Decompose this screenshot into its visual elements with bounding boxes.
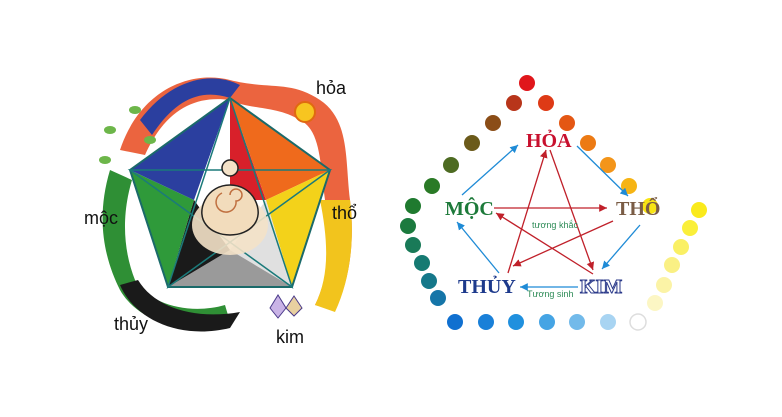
color-dot — [400, 218, 416, 234]
generating-cycle-arrows — [456, 144, 641, 291]
color-dot — [691, 202, 707, 218]
color-dot — [580, 135, 596, 151]
five-elements-diagram: HỎA THỔ KIM THỦY MỘC tương khắc Tương si… — [380, 60, 720, 350]
color-dot — [600, 314, 616, 330]
color-dot — [664, 257, 680, 273]
color-dot — [647, 295, 663, 311]
overcoming-cycle-label: tương khắc — [532, 220, 578, 230]
crystal-icon — [269, 294, 303, 319]
color-dot — [519, 75, 535, 91]
meditating-figure — [192, 159, 268, 255]
sun-icon — [294, 101, 316, 123]
diagram-graphic — [400, 75, 707, 331]
color-dot — [629, 313, 647, 331]
color-dots — [400, 75, 707, 331]
color-dot — [421, 273, 437, 289]
color-dot — [539, 314, 555, 330]
color-dot — [464, 135, 480, 151]
color-dot — [405, 237, 421, 253]
color-dot — [447, 314, 463, 330]
color-dot — [443, 157, 459, 173]
label-tho: thổ — [332, 203, 358, 223]
swirl-blue-band — [140, 78, 240, 135]
color-dot — [430, 290, 446, 306]
label-hoa: hỏa — [316, 78, 347, 98]
leaves-icon — [99, 106, 156, 164]
element-tho: THỔ — [616, 198, 661, 220]
color-dot — [682, 220, 698, 236]
pentagon — [127, 95, 333, 289]
color-dot — [642, 198, 658, 214]
label-thuy: thủy — [114, 314, 149, 334]
color-dot — [485, 115, 501, 131]
element-thuy: THỦY — [458, 276, 516, 298]
color-dot — [405, 198, 421, 214]
color-dot — [506, 95, 522, 111]
element-kim: KIM — [579, 276, 623, 299]
label-kim: kim — [276, 327, 304, 347]
color-dot — [600, 157, 616, 173]
swirl-water-band — [120, 280, 240, 332]
wu-xing-illustration: hỏa thổ kim thủy mộc — [80, 50, 380, 360]
element-hoa: HỎA — [526, 130, 572, 152]
color-dot — [414, 255, 430, 271]
element-moc: MỘC — [445, 198, 494, 220]
color-dot — [508, 314, 524, 330]
color-dot — [538, 95, 554, 111]
color-dot — [673, 239, 689, 255]
color-dot — [569, 314, 585, 330]
generating-cycle-label: Tương sinh — [527, 289, 574, 299]
color-dot — [424, 178, 440, 194]
illustration-graphic — [99, 77, 352, 332]
overcoming-cycle-arrows — [494, 149, 614, 275]
color-dot — [478, 314, 494, 330]
color-dot — [559, 115, 575, 131]
swirl-earth-band — [315, 200, 352, 312]
label-moc: mộc — [84, 208, 119, 228]
color-dot — [656, 277, 672, 293]
